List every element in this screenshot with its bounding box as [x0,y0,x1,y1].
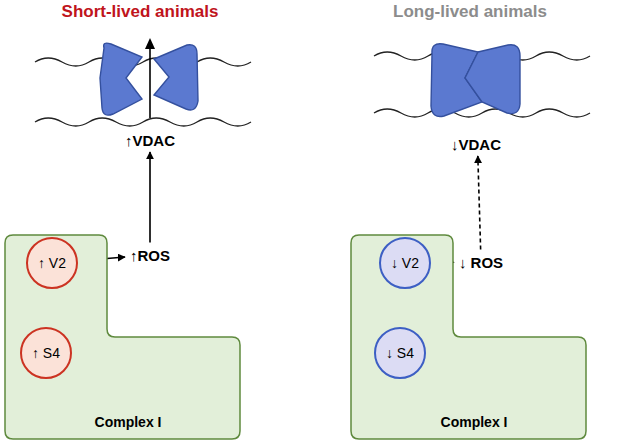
ros-label-box: ↓ ROS [456,252,506,273]
connector-arrow [149,152,151,243]
subunit-circle: ↓ V2 [379,237,431,289]
complex-label: Complex I [95,414,162,430]
ros-label-box: ↑ROS [127,245,173,266]
subunit-label: ↓ V2 [391,255,419,271]
vdac-subunit [154,45,198,110]
connector-arrow [478,156,481,250]
membrane-line [35,58,251,66]
complex-shape: Complex I ↑ S4 ↑ V2 [4,234,242,441]
vdac-subunit [465,45,520,114]
panel-heading: Short-lived animals [62,2,219,22]
membrane-line [374,109,590,117]
vdac-label: ↑VDAC [123,132,177,149]
vdac-label: ↓VDAC [449,136,503,153]
panel-heading: Long-lived animals [393,2,547,22]
vdac-group: ↑VDAC [92,38,208,150]
vdac-group: ↓VDAC [420,36,532,154]
membrane-line [35,118,251,126]
subunit-label: ↑ V2 [38,255,66,271]
vdac-subunit [100,43,142,115]
subunit-circle: ↑ S4 [20,327,72,379]
ros-label: ↑ROS [130,247,170,264]
subunit-label: ↑ S4 [32,345,60,361]
complex-label: Complex I [441,414,508,430]
ros-label: ↓ ROS [459,254,503,271]
channel-flow-arrow [149,46,151,118]
subunit-circle: ↑ V2 [26,237,78,289]
subunit-label: ↓ S4 [386,345,414,361]
channel-flow-arrowhead [145,38,155,49]
subunit-circle: ↓ S4 [374,327,426,379]
